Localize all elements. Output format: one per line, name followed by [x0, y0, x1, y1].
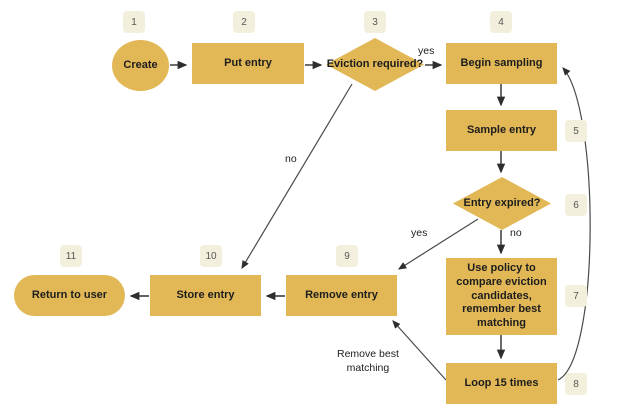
node-entry-expired[interactable]: Entry expired? [453, 177, 551, 230]
node-use-policy[interactable]: Use policy to compare eviction candidate… [446, 258, 557, 335]
node-return-to-user[interactable]: Return to user [14, 275, 125, 316]
step-badge-4: 4 [490, 11, 512, 33]
node-eviction-required-label: Eviction required? [326, 57, 424, 70]
node-create[interactable]: Create [112, 40, 169, 91]
node-store-entry[interactable]: Store entry [150, 275, 261, 316]
node-put-entry-label: Put entry [224, 56, 272, 69]
node-put-entry[interactable]: Put entry [192, 43, 304, 84]
edge-eviction-required-to-store-entry [241, 83, 353, 270]
node-return-to-user-label: Return to user [31, 288, 108, 301]
step-badge-10: 10 [200, 245, 222, 267]
edge-loop-15-times-to-begin-sampling [557, 67, 591, 381]
step-badge-11: 11 [60, 245, 82, 267]
step-badge-7: 7 [565, 285, 587, 307]
edge-label-yes-expired: yes [411, 227, 428, 239]
node-remove-entry-label: Remove entry [305, 288, 378, 301]
node-store-entry-label: Store entry [176, 288, 235, 301]
node-begin-sampling[interactable]: Begin sampling [446, 43, 557, 84]
node-sample-entry-label: Sample entry [466, 123, 537, 136]
step-badge-8: 8 [565, 373, 587, 395]
node-use-policy-label: Use policy to compare eviction candidate… [456, 262, 547, 330]
step-badge-9: 9 [336, 245, 358, 267]
step-badge-5: 5 [565, 120, 587, 142]
step-badge-3: 3 [364, 11, 386, 33]
step-badge-6: 6 [565, 194, 587, 216]
step-badge-1: 1 [123, 11, 145, 33]
edge-label-yes-eviction: yes [418, 45, 435, 57]
edge-loop-15-times-to-remove-entry [392, 320, 447, 381]
node-eviction-required[interactable]: Eviction required? [326, 38, 424, 91]
node-loop-15-times[interactable]: Loop 15 times [446, 363, 557, 404]
node-remove-entry[interactable]: Remove entry [286, 275, 397, 316]
edge-entry-expired-to-remove-entry [397, 218, 479, 270]
edge-label-remove-best-matching: Remove best matching [337, 348, 399, 374]
node-loop-15-times-label: Loop 15 times [464, 376, 539, 389]
edge-label-no-eviction: no [285, 153, 297, 165]
step-badge-2: 2 [233, 11, 255, 33]
edge-label-no-expired: no [510, 227, 522, 239]
node-sample-entry[interactable]: Sample entry [446, 110, 557, 151]
node-begin-sampling-label: Begin sampling [460, 56, 543, 69]
node-create-label: Create [123, 58, 158, 71]
node-entry-expired-label: Entry expired? [463, 196, 541, 209]
